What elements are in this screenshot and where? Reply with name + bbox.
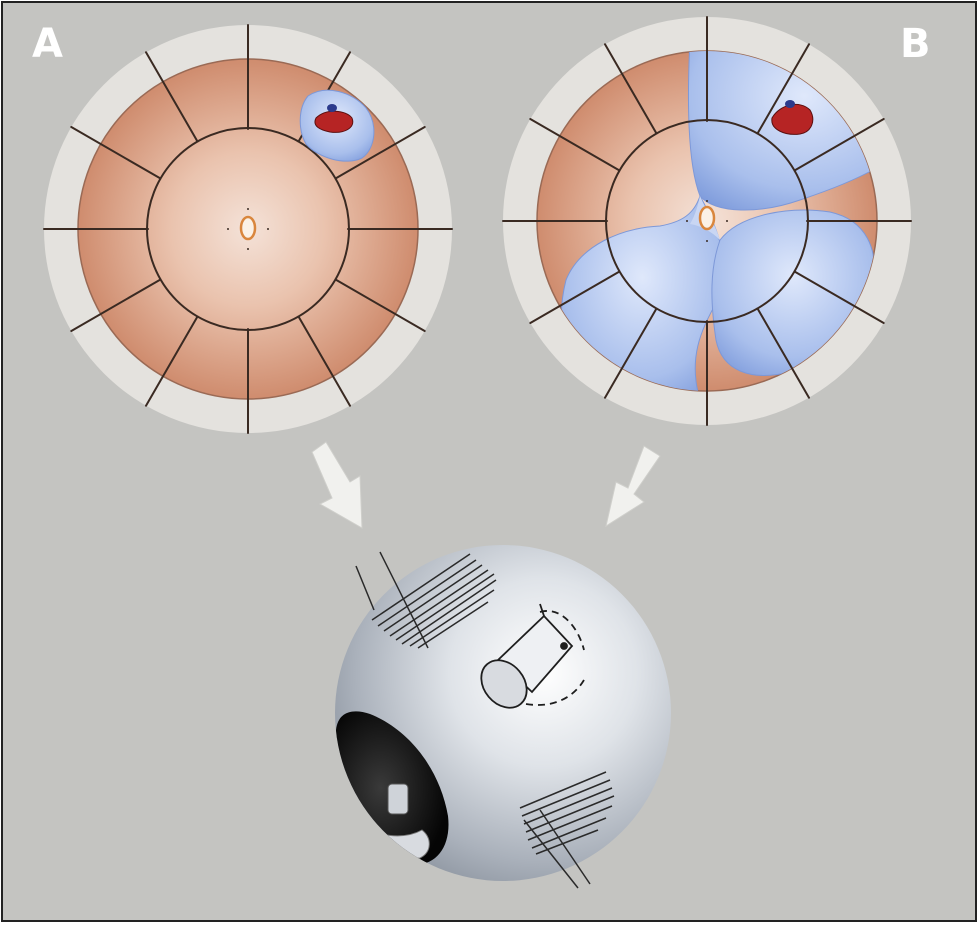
eye-globe-lens bbox=[387, 783, 409, 815]
retina-map-a-tear-flap bbox=[327, 104, 337, 112]
panel-label-b: B bbox=[900, 21, 931, 67]
clock-line-10 bbox=[529, 118, 621, 172]
retina-map-a-tear bbox=[314, 110, 354, 133]
clock-line-5 bbox=[756, 307, 810, 399]
clock-line-2 bbox=[793, 118, 885, 172]
retina-map-a bbox=[43, 24, 453, 434]
clock-line-2 bbox=[334, 126, 426, 180]
clock-line-1 bbox=[756, 43, 810, 135]
arrow-a-to-globe bbox=[311, 441, 363, 529]
retina-map-a-optic-disc bbox=[239, 215, 257, 241]
retina-map-b-optic-disc bbox=[698, 205, 716, 231]
clock-line-11 bbox=[604, 43, 658, 135]
retina-map-b bbox=[502, 16, 912, 426]
eye-globe-hatch-upper bbox=[355, 551, 497, 649]
clock-line-5 bbox=[297, 315, 351, 407]
clock-line-7 bbox=[604, 307, 658, 399]
eye-globe-optic-nerve bbox=[480, 603, 585, 709]
clock-line-4 bbox=[334, 278, 426, 332]
retina-map-b-clock-lines bbox=[502, 16, 912, 426]
clock-line-4 bbox=[793, 270, 885, 324]
clock-line-8 bbox=[529, 270, 621, 324]
clock-line-7 bbox=[145, 315, 199, 407]
clock-line-8 bbox=[70, 278, 162, 332]
retina-map-b-tear-flap bbox=[785, 100, 795, 108]
clock-line-10 bbox=[70, 126, 162, 180]
clock-line-11 bbox=[145, 51, 199, 143]
panel-label-a: A bbox=[32, 21, 63, 67]
arrow-b-to-globe bbox=[605, 445, 661, 528]
eye-globe-hatch-lower bbox=[519, 771, 615, 889]
